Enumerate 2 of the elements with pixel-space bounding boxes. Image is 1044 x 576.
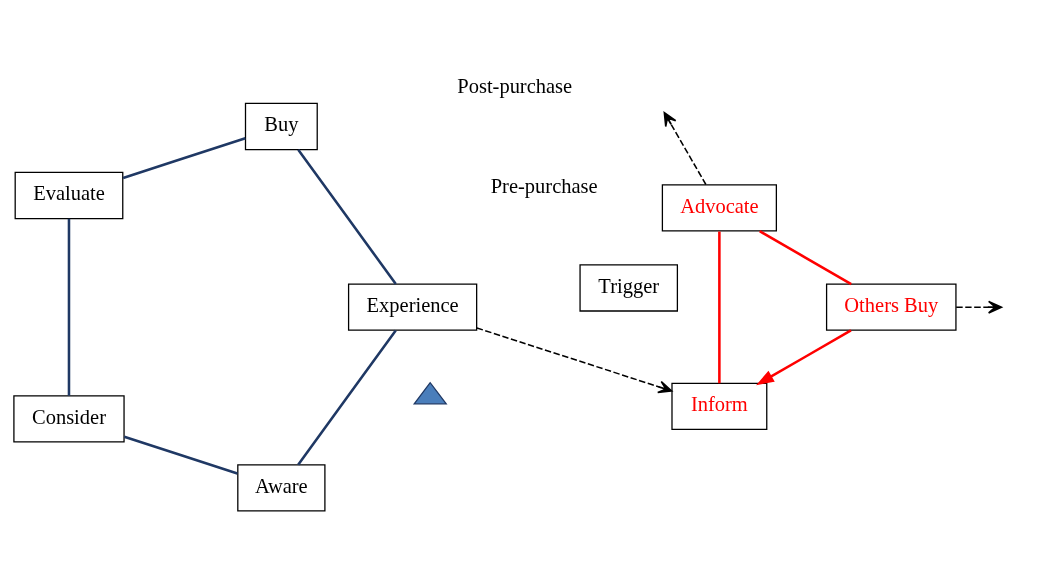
- label: Post-purchase: [457, 75, 573, 98]
- label: Pre-purchase: [490, 174, 598, 197]
